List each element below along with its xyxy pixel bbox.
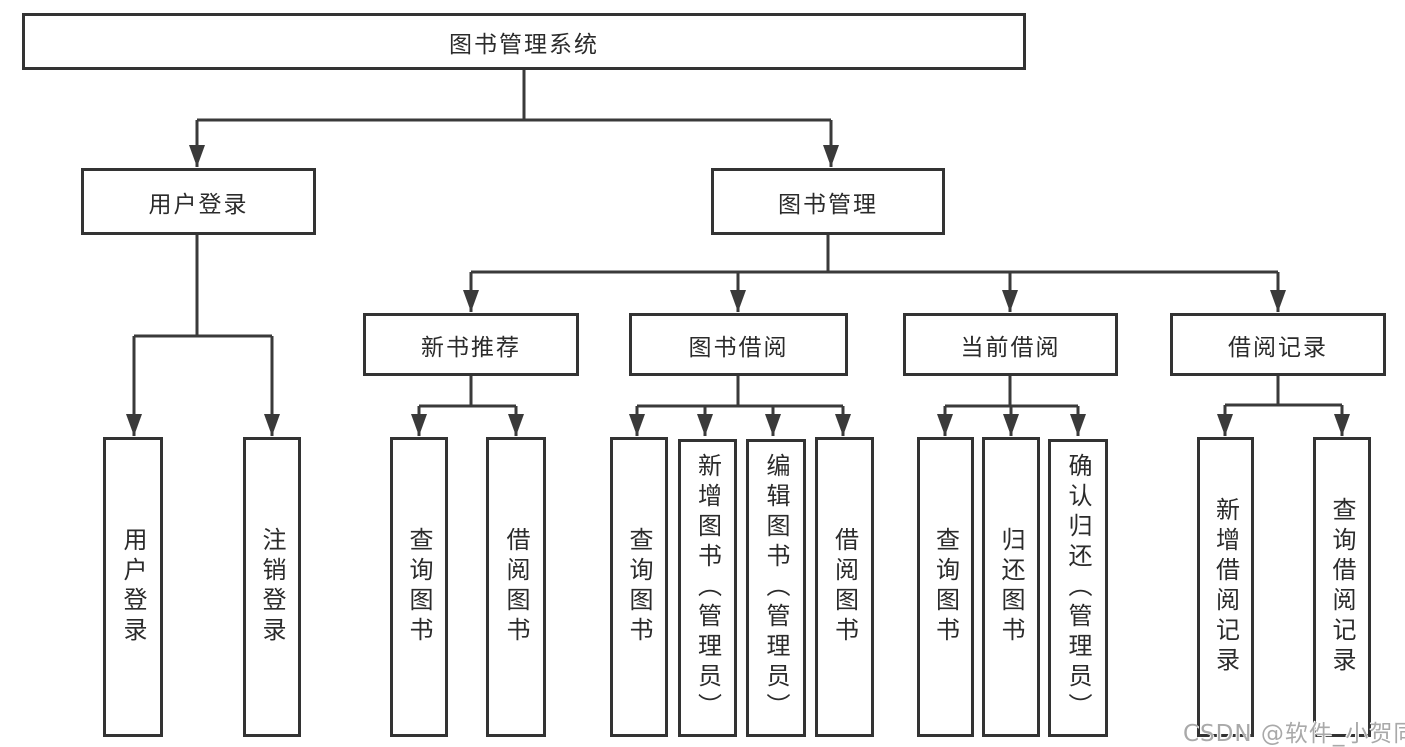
leaf-edit-books-admin: 编辑图书（管理员） [746,439,806,737]
node-current-borrowing: 当前借阅 [903,313,1118,376]
leaf-borrow-books-recommend: 借阅图书 [486,437,546,737]
node-book-borrowing: 图书借阅 [629,313,848,376]
node-borrowing-records: 借阅记录 [1170,313,1386,376]
leaf-query-borrow-record: 查询借阅记录 [1313,437,1371,737]
leaf-query-books-borrow: 查询图书 [610,437,668,737]
leaf-logout-login: 注销登录 [243,437,301,737]
leaf-return-books: 归还图书 [982,437,1040,737]
leaf-user-login: 用户登录 [103,437,163,737]
leaf-add-books-admin: 新增图书（管理员） [678,439,737,737]
leaf-add-borrow-record: 新增借阅记录 [1197,437,1254,737]
node-new-book-recommendation: 新书推荐 [363,313,579,376]
leaf-confirm-return-admin: 确认归还（管理员） [1048,439,1108,737]
watermark: CSDN @软件_小贺同学 [1183,721,1405,747]
node-book-management: 图书管理 [711,168,945,235]
leaf-query-books-current: 查询图书 [917,437,974,737]
node-root: 图书管理系统 [22,13,1026,70]
leaf-query-books-recommend: 查询图书 [390,437,448,737]
leaf-borrow-books: 借阅图书 [815,437,874,737]
node-user-login: 用户登录 [81,168,316,235]
